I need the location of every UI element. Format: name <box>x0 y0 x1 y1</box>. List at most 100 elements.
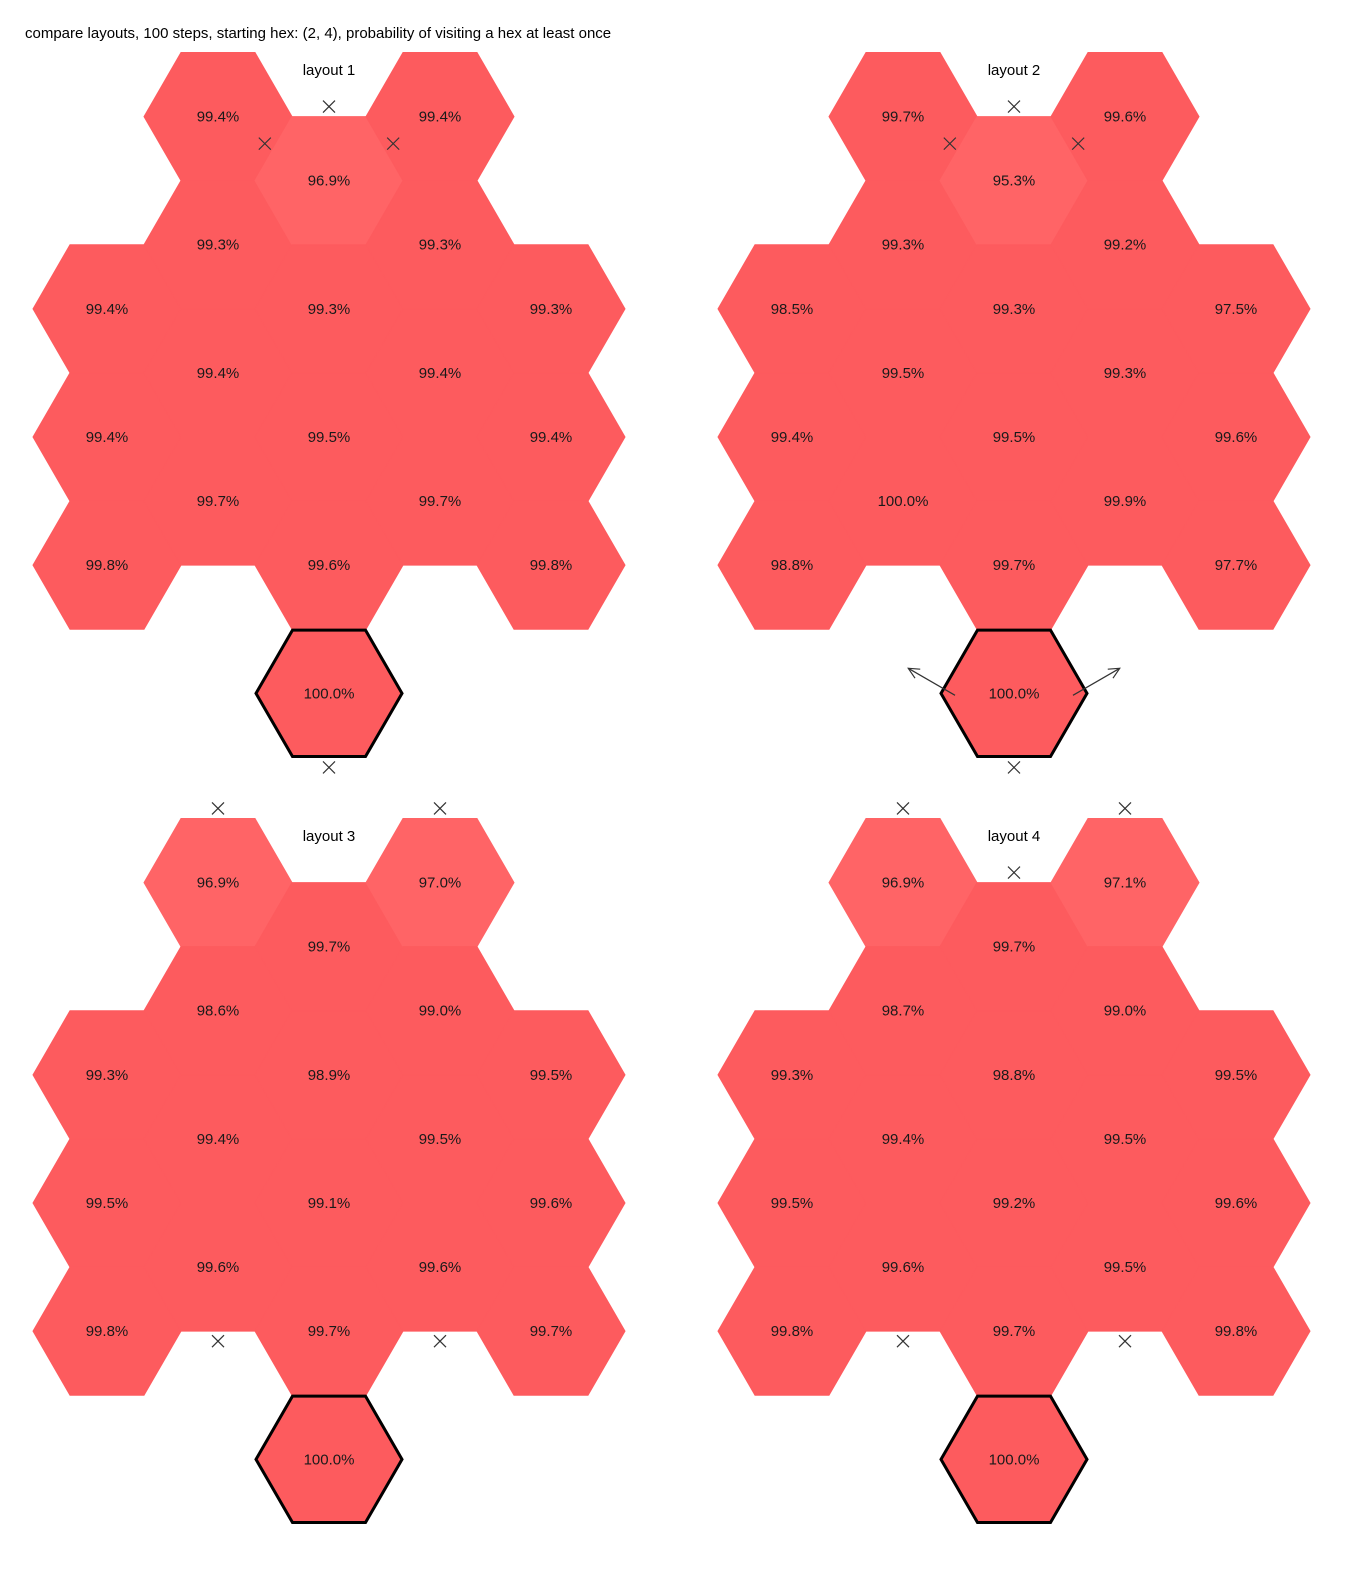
exit-arrow <box>1072 667 1121 696</box>
cell-value-label: 98.6% <box>197 1003 240 1020</box>
blocked-edge-cross <box>1118 802 1132 815</box>
cell-value-label: 99.3% <box>419 237 462 254</box>
blocked-edge-cross <box>211 1334 225 1348</box>
cell-value-label: 98.9% <box>308 1067 351 1084</box>
cell-value-label: 99.4% <box>197 365 240 382</box>
cell-value-label: 99.4% <box>882 1131 925 1148</box>
cell-value-label: 99.9% <box>1104 493 1147 510</box>
cell-value-label: 99.6% <box>530 1195 573 1212</box>
cell-value-label: 99.6% <box>1215 429 1258 446</box>
cell-value-label: 99.3% <box>771 1067 814 1084</box>
cell-value-label: 99.7% <box>197 493 240 510</box>
cell-value-label: 99.6% <box>1104 109 1147 126</box>
blocked-edge-cross <box>896 802 910 815</box>
cell-value-label: 99.4% <box>419 109 462 126</box>
cell-value-label: 99.5% <box>993 429 1036 446</box>
blocked-edge-cross <box>258 137 272 151</box>
cell-value-label: 99.7% <box>308 939 351 956</box>
cell-value-label: 99.6% <box>308 557 351 574</box>
cell-value-label: 99.7% <box>419 493 462 510</box>
cell-value-label: 95.3% <box>993 173 1036 190</box>
panel-title: layout 4 <box>988 828 1041 845</box>
cell-value-label: 99.3% <box>993 301 1036 318</box>
exit-arrow <box>907 667 956 696</box>
cell-value-label: 99.7% <box>993 939 1036 956</box>
cell-value-label: 98.8% <box>771 557 814 574</box>
cell-value-label: 99.4% <box>197 109 240 126</box>
cell-value-label: 99.5% <box>1104 1259 1147 1276</box>
cell-value-label: 100.0% <box>304 685 355 702</box>
cell-value-label: 99.8% <box>530 557 573 574</box>
start-hex-outline <box>939 1394 1089 1525</box>
start-hex-outline <box>939 628 1089 759</box>
cell-value-label: 99.0% <box>1104 1003 1147 1020</box>
cell-value-label: 99.3% <box>308 301 351 318</box>
cell-value-label: 99.4% <box>86 429 129 446</box>
cell-value-label: 99.7% <box>530 1323 573 1340</box>
cell-value-label: 99.6% <box>419 1259 462 1276</box>
cell-value-label: 98.5% <box>771 301 814 318</box>
cell-value-label: 99.8% <box>86 557 129 574</box>
cell-value-label: 100.0% <box>304 1451 355 1468</box>
chart-title: compare layouts, 100 steps, starting hex… <box>25 25 612 42</box>
blocked-edge-cross <box>896 1334 910 1348</box>
cell-value-label: 99.6% <box>197 1259 240 1276</box>
cell-value-label: 99.5% <box>882 365 925 382</box>
blocked-edge-cross <box>322 100 336 113</box>
cell-value-label: 99.3% <box>882 237 925 254</box>
cell-value-label: 97.5% <box>1215 301 1258 318</box>
cell-value-label: 99.0% <box>419 1003 462 1020</box>
cell-value-label: 96.9% <box>882 875 925 892</box>
cell-value-label: 100.0% <box>989 1451 1040 1468</box>
cell-value-label: 100.0% <box>989 685 1040 702</box>
cell-value-label: 99.7% <box>308 1323 351 1340</box>
cell-value-label: 99.2% <box>1104 237 1147 254</box>
layout-panel-2: layout 298.5%99.4%98.8%99.7%99.3%99.5%10… <box>717 51 1311 774</box>
cell-value-label: 97.7% <box>1215 557 1258 574</box>
cell-value-label: 99.6% <box>882 1259 925 1276</box>
cell-value-label: 99.1% <box>308 1195 351 1212</box>
cell-value-label: 99.6% <box>1215 1195 1258 1212</box>
blocked-edge-cross <box>1007 761 1021 774</box>
panel-title: layout 2 <box>988 62 1041 79</box>
cell-value-label: 98.7% <box>882 1003 925 1020</box>
panel-title: layout 3 <box>303 828 356 845</box>
cell-value-label: 99.8% <box>771 1323 814 1340</box>
blocked-edge-cross <box>1007 866 1021 879</box>
start-hex-outline <box>254 628 404 759</box>
hex-cell <box>476 500 626 630</box>
cell-value-label: 99.3% <box>86 1067 129 1084</box>
hex-cell <box>1161 1266 1311 1396</box>
cell-value-label: 96.9% <box>308 173 351 190</box>
cell-value-label: 99.5% <box>771 1195 814 1212</box>
layout-panel-3: layout 399.3%99.5%99.8%96.9%98.6%99.4%99… <box>32 802 626 1525</box>
cell-value-label: 99.3% <box>197 237 240 254</box>
cell-value-label: 99.8% <box>86 1323 129 1340</box>
cell-value-label: 99.5% <box>530 1067 573 1084</box>
cell-value-label: 99.4% <box>419 365 462 382</box>
cell-value-label: 99.7% <box>882 109 925 126</box>
cell-value-label: 99.4% <box>86 301 129 318</box>
hex-cell <box>1161 500 1311 630</box>
blocked-edge-cross <box>322 761 336 774</box>
cell-value-label: 99.3% <box>530 301 573 318</box>
cell-value-label: 99.4% <box>530 429 573 446</box>
cell-value-label: 99.3% <box>1104 365 1147 382</box>
cell-value-label: 97.0% <box>419 875 462 892</box>
layout-panel-4: layout 4 99.3% 99.5% 99.8% 96.9% 98.7% 99.4% 99… <box>717 802 1311 1525</box>
cell-value-label: 99.5% <box>86 1195 129 1212</box>
cell-value-label: 96.9% <box>197 875 240 892</box>
cell-value-label: 99.2% <box>993 1195 1036 1212</box>
cell-value-label: 99.5% <box>308 429 351 446</box>
blocked-edge-cross <box>943 137 957 151</box>
cell-value-label: 98.8% <box>993 1067 1036 1084</box>
cell-value-label: 99.7% <box>993 1323 1036 1340</box>
blocked-edge-cross <box>1007 100 1021 113</box>
cell-value-label: 99.5% <box>419 1131 462 1148</box>
layout-panel-1: layout 1 99.4% 99.4% 99.8% 99.4% 99.3% 99.4% 99… <box>32 51 626 774</box>
cell-value-label: 99.8% <box>1215 1323 1258 1340</box>
panel-title: layout 1 <box>303 62 356 79</box>
cell-value-label: 100.0% <box>878 493 929 510</box>
cell-value-label: 99.5% <box>1104 1131 1147 1148</box>
blocked-edge-cross <box>386 137 400 151</box>
